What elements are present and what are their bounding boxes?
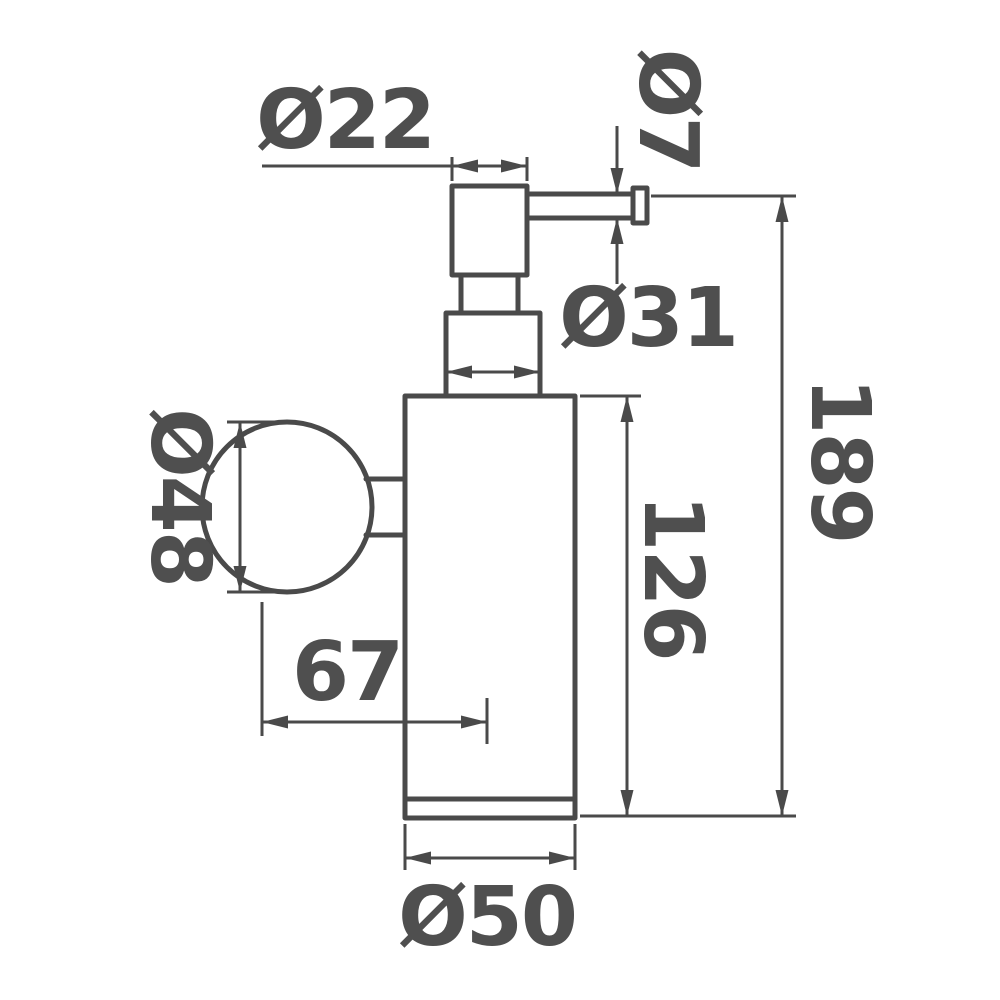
dim-label-body-height: 126 xyxy=(625,494,720,659)
dim-label-wall-plate-diameter: Ø48 xyxy=(132,408,227,586)
dim-pump-head-diameter: Ø22 xyxy=(256,73,529,181)
dim-label-spout-diameter: Ø7 xyxy=(620,49,715,172)
dim-label-body-diameter: Ø50 xyxy=(398,870,576,965)
dim-label-collar-diameter: Ø31 xyxy=(559,271,737,366)
pump-stem xyxy=(458,272,521,316)
dim-wall-plate-diameter: Ø48 xyxy=(132,408,297,594)
pump-collar xyxy=(443,310,543,399)
dim-collar-diameter: Ø31 xyxy=(446,271,739,379)
dim-label-wall-to-body-center: 67 xyxy=(292,625,402,720)
dim-total-height: 189 xyxy=(580,194,887,818)
pump-head xyxy=(449,183,530,278)
dim-label-pump-head-diameter: Ø22 xyxy=(256,73,434,168)
dispenser-body xyxy=(402,393,578,821)
dim-wall-to-body-center: 67 xyxy=(260,602,489,744)
dispenser-outline xyxy=(199,183,650,821)
dim-body-diameter: Ø50 xyxy=(398,824,578,965)
dim-label-total-height: 189 xyxy=(792,377,887,542)
dim-spout-diameter: Ø7 xyxy=(610,49,715,284)
spout-tip xyxy=(630,185,650,226)
dim-body-height: 126 xyxy=(580,394,720,816)
